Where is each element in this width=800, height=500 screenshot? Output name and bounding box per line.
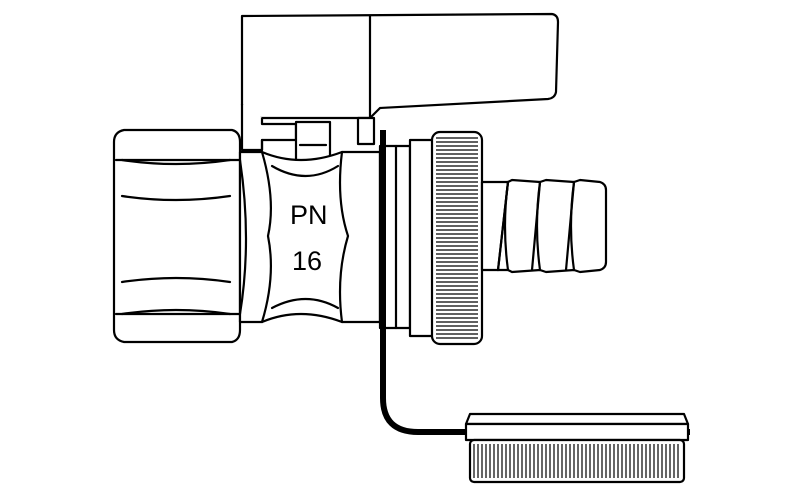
knurl-pattern [436, 137, 478, 339]
lever-handle [240, 12, 560, 152]
valve-body: PN 16 [238, 150, 382, 324]
knurled-union-nut [430, 130, 484, 346]
stem-nut [294, 116, 376, 164]
female-hex-connection [112, 128, 242, 344]
dust-cap [464, 412, 690, 484]
union-collar [378, 138, 436, 338]
pressure-rating-value: 16 [292, 246, 322, 276]
cap-retaining-strap [380, 130, 690, 435]
pressure-rating-label: PN [290, 200, 328, 230]
hose-barb [480, 178, 608, 274]
cap-knurl-pattern [473, 444, 679, 478]
